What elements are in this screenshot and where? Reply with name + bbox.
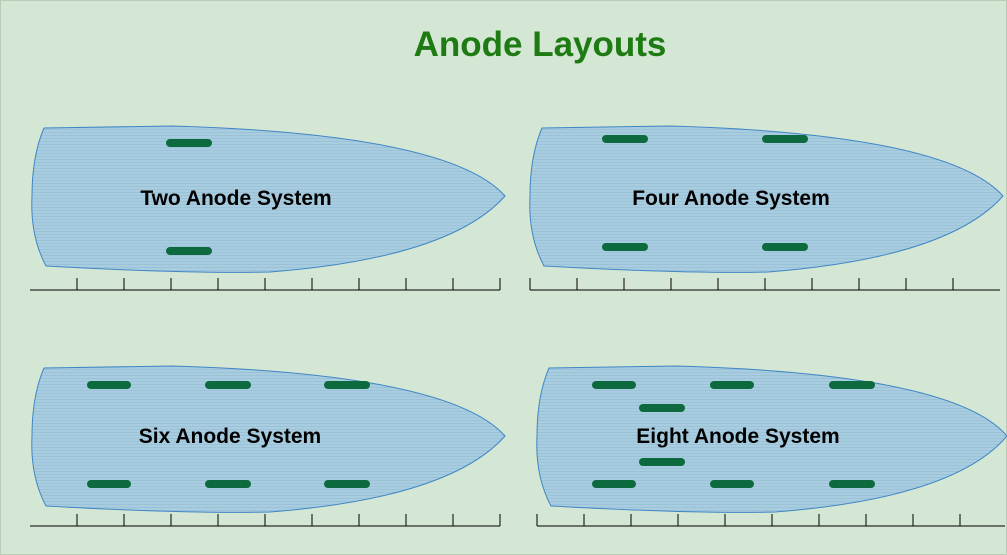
- hull-outline: [31, 365, 506, 513]
- hull-outline: [536, 365, 1007, 513]
- panel-four-anode: Four Anode System: [529, 125, 1004, 291]
- panel-label: Eight Anode System: [636, 425, 839, 448]
- panel-eight-anode: Eight Anode System: [536, 365, 1007, 527]
- anode-group: [602, 135, 808, 251]
- anode-group: [87, 381, 370, 488]
- panel-label: Six Anode System: [139, 425, 321, 448]
- scale-ruler: [30, 514, 501, 527]
- panel-two-anode: Two Anode System: [30, 125, 506, 291]
- anode-group: [592, 381, 875, 488]
- hull-outline: [31, 125, 506, 273]
- diagram-title: Anode Layouts: [414, 25, 667, 64]
- hull-outline: [529, 125, 1004, 273]
- panel-six-anode: Six Anode System: [30, 365, 506, 527]
- panel-label: Two Anode System: [140, 187, 331, 210]
- anode-group: [166, 139, 212, 255]
- panel-label: Four Anode System: [632, 187, 830, 210]
- scale-ruler: [30, 278, 501, 291]
- scale-ruler: [529, 278, 1000, 291]
- scale-ruler: [536, 514, 1005, 527]
